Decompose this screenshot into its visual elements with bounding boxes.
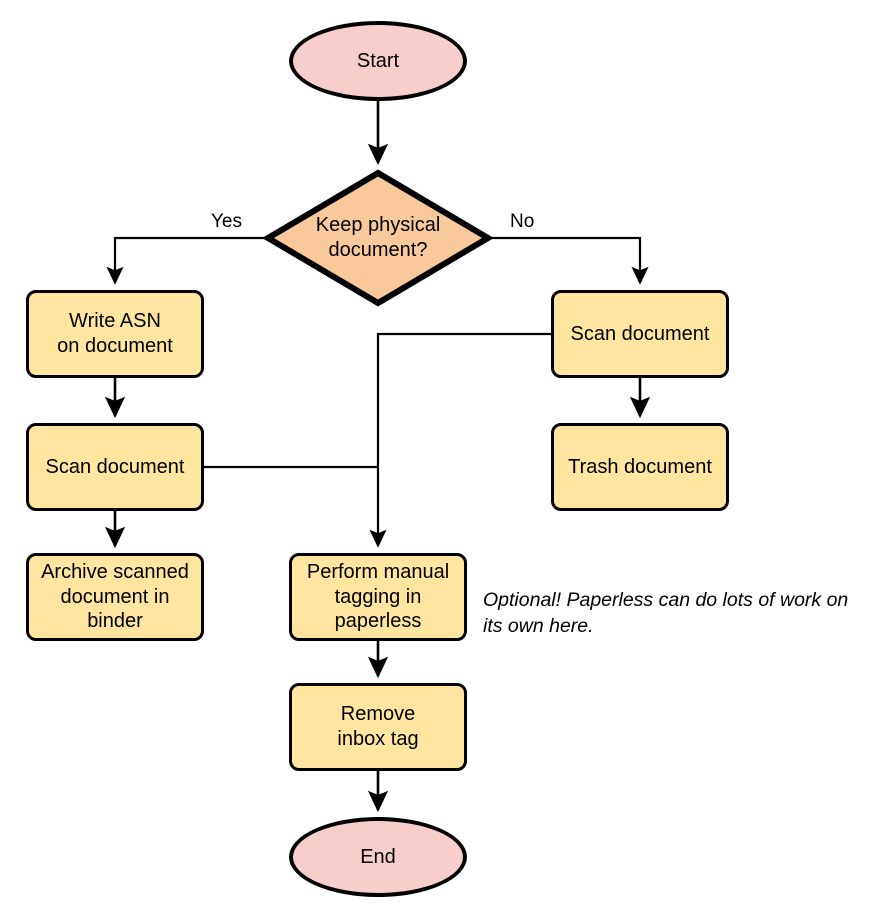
node-decision-keep-physical-document[interactable]: Keep physical document? bbox=[264, 169, 492, 307]
node-remove-inbox-tag[interactable]: Remove inbox tag bbox=[289, 683, 467, 771]
diamond-shape bbox=[264, 169, 492, 307]
node-remove-inbox-tag-label: Remove inbox tag bbox=[337, 702, 418, 752]
node-archive-binder-label: Archive scanned document in binder bbox=[41, 560, 189, 634]
node-perform-manual-tagging[interactable]: Perform manual tagging in paperless bbox=[289, 553, 467, 641]
remove-inbox-tag-line-2: inbox tag bbox=[337, 728, 419, 750]
note-optional-paperless: Optional! Paperless can do lots of work … bbox=[483, 588, 883, 639]
node-write-asn-on-document[interactable]: Write ASN on document bbox=[26, 290, 204, 378]
remove-inbox-tag-line-1: Remove bbox=[340, 703, 416, 726]
archive-binder-line-1: Archive scanned bbox=[41, 560, 189, 583]
node-trash-document-label: Trash document bbox=[568, 455, 712, 478]
note-line-1: Optional! Paperless can do lots of work … bbox=[483, 589, 849, 611]
manual-tagging-line-1: Perform manual bbox=[306, 560, 450, 583]
write-asn-line-2: on document bbox=[57, 335, 173, 357]
note-line-2: its own here. bbox=[483, 614, 594, 637]
edge-label-no: No bbox=[510, 211, 535, 232]
decision-label-line-1: Keep physical bbox=[315, 214, 441, 237]
node-scan-document-left[interactable]: Scan document bbox=[26, 423, 204, 511]
manual-tagging-line-3: paperless bbox=[334, 610, 422, 633]
node-end-label: End bbox=[360, 845, 396, 868]
node-archive-scanned-document-in-binder[interactable]: Archive scanned document in binder bbox=[26, 553, 204, 641]
edge-label-yes: Yes bbox=[211, 211, 242, 232]
node-manual-tagging-label: Perform manual tagging in paperless bbox=[307, 560, 449, 634]
archive-binder-line-3: binder bbox=[87, 610, 143, 633]
edge-decision-yes-to-write-asn bbox=[106, 236, 266, 285]
node-scan-document-right[interactable]: Scan document bbox=[551, 290, 729, 378]
manual-tagging-line-2: tagging in bbox=[334, 585, 422, 608]
node-start[interactable]: Start bbox=[289, 21, 467, 101]
write-asn-line-1: Write ASN bbox=[69, 310, 161, 333]
node-end[interactable]: End bbox=[289, 817, 467, 897]
node-scan-document-left-label: Scan document bbox=[45, 455, 185, 478]
node-start-label: Start bbox=[356, 49, 400, 72]
edge-decision-no-to-scan-right bbox=[490, 236, 649, 285]
node-trash-document[interactable]: Trash document bbox=[551, 423, 729, 511]
decision-label-line-2: document? bbox=[328, 239, 428, 261]
node-scan-document-right-label: Scan document bbox=[570, 322, 710, 345]
node-decision-label: Keep physical document? bbox=[264, 213, 492, 263]
archive-binder-line-2: document in bbox=[60, 585, 170, 608]
node-write-asn-label: Write ASN on document bbox=[57, 309, 173, 359]
edge-scan-right-to-manual-tagging bbox=[369, 332, 551, 548]
